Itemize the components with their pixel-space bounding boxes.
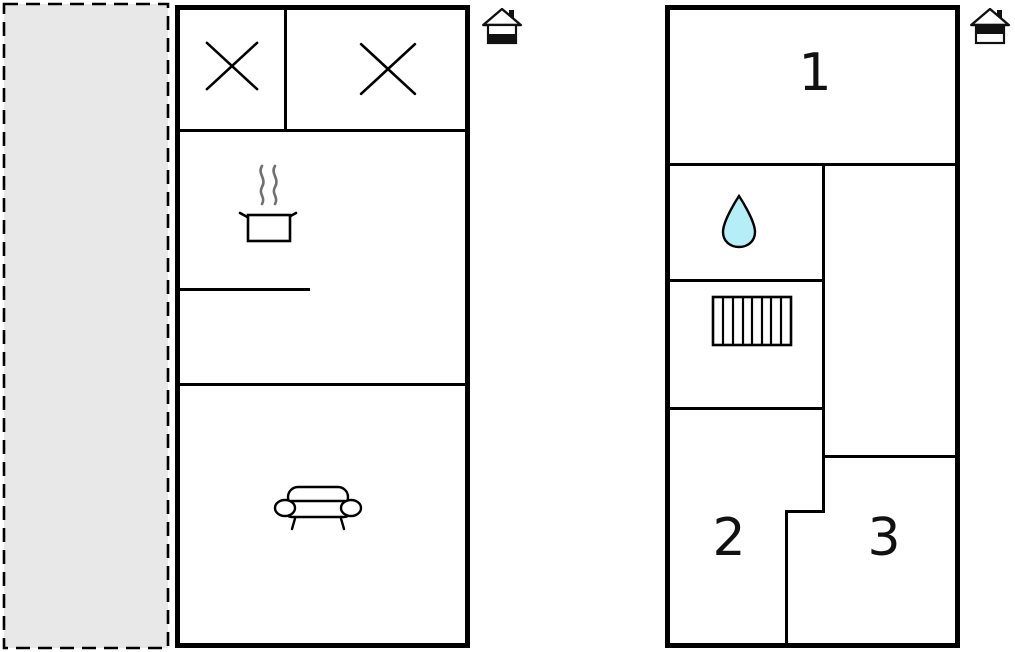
wall-crossed-rooms-kitchen xyxy=(178,129,467,132)
stairs-icon xyxy=(711,295,793,347)
house-ground-floor-icon xyxy=(482,8,522,46)
wall-stairs-room2 xyxy=(668,407,824,410)
room-3-label: 3 xyxy=(867,508,901,568)
room-1-label: 1 xyxy=(798,43,832,103)
wall-kitchen-living xyxy=(178,383,467,386)
wall-room3-top xyxy=(824,455,957,458)
ground-floor-unit xyxy=(175,5,470,648)
x-mark-icon xyxy=(357,40,419,98)
wall-bathroom-stairs xyxy=(668,279,824,282)
wall-room2-room3 xyxy=(785,510,788,648)
room-2-label: 2 xyxy=(712,508,746,568)
wall-corridor-left xyxy=(822,165,825,513)
x-mark-icon xyxy=(203,38,261,94)
wall-crossed-rooms-divider xyxy=(284,8,287,132)
wall-room1-bottom xyxy=(668,163,957,166)
upper-floor-unit xyxy=(665,5,960,648)
sofa-icon xyxy=(272,483,364,535)
kitchen-counter xyxy=(180,288,310,291)
wall-room2-room3-jog xyxy=(785,510,825,513)
terrace-area xyxy=(2,2,170,650)
house-upper-floor-icon xyxy=(970,8,1010,46)
chimney xyxy=(997,10,1002,21)
chimney xyxy=(509,10,514,21)
water-drop-icon xyxy=(718,193,760,250)
cooking-pot-icon xyxy=(228,163,308,248)
